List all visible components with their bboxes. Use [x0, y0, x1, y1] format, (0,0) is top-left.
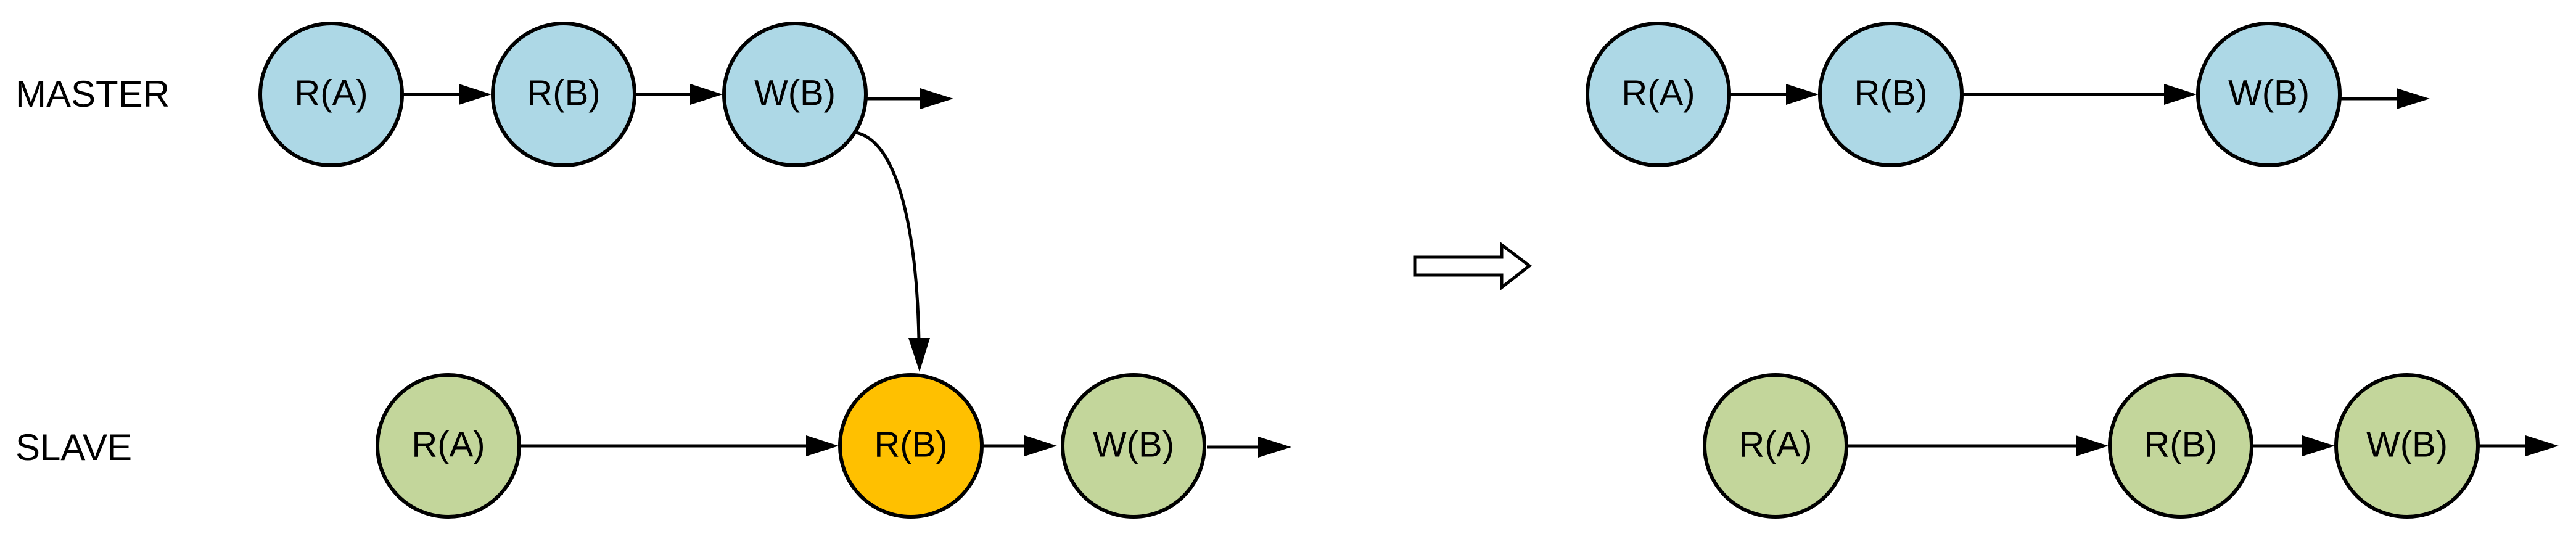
left-slave-node-1: R(A): [376, 373, 521, 519]
node-circle: [1586, 22, 1731, 167]
left-master-edge-1-arrowhead: [459, 84, 492, 105]
dependency-curve: [855, 131, 921, 341]
node-label: R(B): [874, 424, 947, 464]
slave-row-label: SLAVE: [15, 427, 132, 468]
left-master-out-arrowhead: [920, 88, 953, 109]
left-slave-edge-2-arrowhead: [1024, 435, 1057, 456]
node-label: R(A): [294, 73, 368, 113]
right-slave-chain: R(A) R(B) W(B): [1703, 373, 2559, 519]
master-row-label: MASTER: [15, 73, 170, 115]
left-slave-node-2-highlighted: R(B): [838, 373, 984, 519]
node-circle: [258, 22, 404, 167]
node-circle: [2334, 373, 2480, 519]
node-label: R(B): [2144, 424, 2217, 464]
node-label: W(B): [2366, 424, 2448, 464]
dependency-arrowhead: [908, 338, 930, 372]
right-master-out-arrowhead: [2397, 88, 2430, 109]
node-circle: [1061, 373, 1206, 519]
node-label: W(B): [2228, 73, 2310, 113]
right-slave-node-1: R(A): [1703, 373, 1848, 519]
right-master-node-1: R(A): [1586, 22, 1731, 167]
node-circle: [2196, 22, 2342, 167]
left-slave-out-arrowhead: [1258, 437, 1291, 458]
left-dependency-edge: [855, 131, 930, 372]
right-master-chain: R(A) R(B) W(B): [1586, 22, 2430, 167]
right-master-edge-1-arrowhead: [1786, 84, 1819, 105]
right-slave-edge-1-arrowhead: [2076, 435, 2109, 456]
right-slave-node-3: W(B): [2334, 373, 2480, 519]
left-slave-node-3: W(B): [1061, 373, 1206, 519]
node-circle: [1818, 22, 1964, 167]
right-slave-edge-2-arrowhead: [2302, 435, 2335, 456]
node-circle: [376, 373, 521, 519]
node-circle: [2108, 373, 2253, 519]
left-master-chain: R(A) R(B) W(B): [258, 22, 953, 167]
right-master-node-2: R(B): [1818, 22, 1964, 167]
node-label: W(B): [1093, 424, 1174, 464]
right-slave-node-2: R(B): [2108, 373, 2253, 519]
left-master-node-1: R(A): [258, 22, 404, 167]
right-master-edge-2-arrowhead: [2164, 84, 2197, 105]
node-label: R(B): [1854, 73, 1927, 113]
left-master-edge-2-arrowhead: [690, 84, 723, 105]
right-slave-out-arrowhead: [2525, 435, 2559, 456]
right-master-node-3: W(B): [2196, 22, 2342, 167]
node-circle: [491, 22, 636, 167]
node-label: W(B): [754, 73, 836, 113]
node-label: R(A): [1739, 424, 1812, 464]
left-master-node-3: W(B): [722, 22, 868, 167]
left-slave-edge-1-arrowhead: [806, 435, 839, 456]
node-circle: [1703, 373, 1848, 519]
node-label: R(B): [527, 73, 600, 113]
node-label: R(A): [411, 424, 485, 464]
node-circle: [838, 373, 984, 519]
left-slave-chain: R(A) R(B) W(B): [376, 373, 1291, 519]
left-master-node-2: R(B): [491, 22, 636, 167]
node-label: R(A): [1621, 73, 1695, 113]
hollow-right-arrow-icon: [1413, 241, 1533, 291]
node-circle: [722, 22, 868, 167]
